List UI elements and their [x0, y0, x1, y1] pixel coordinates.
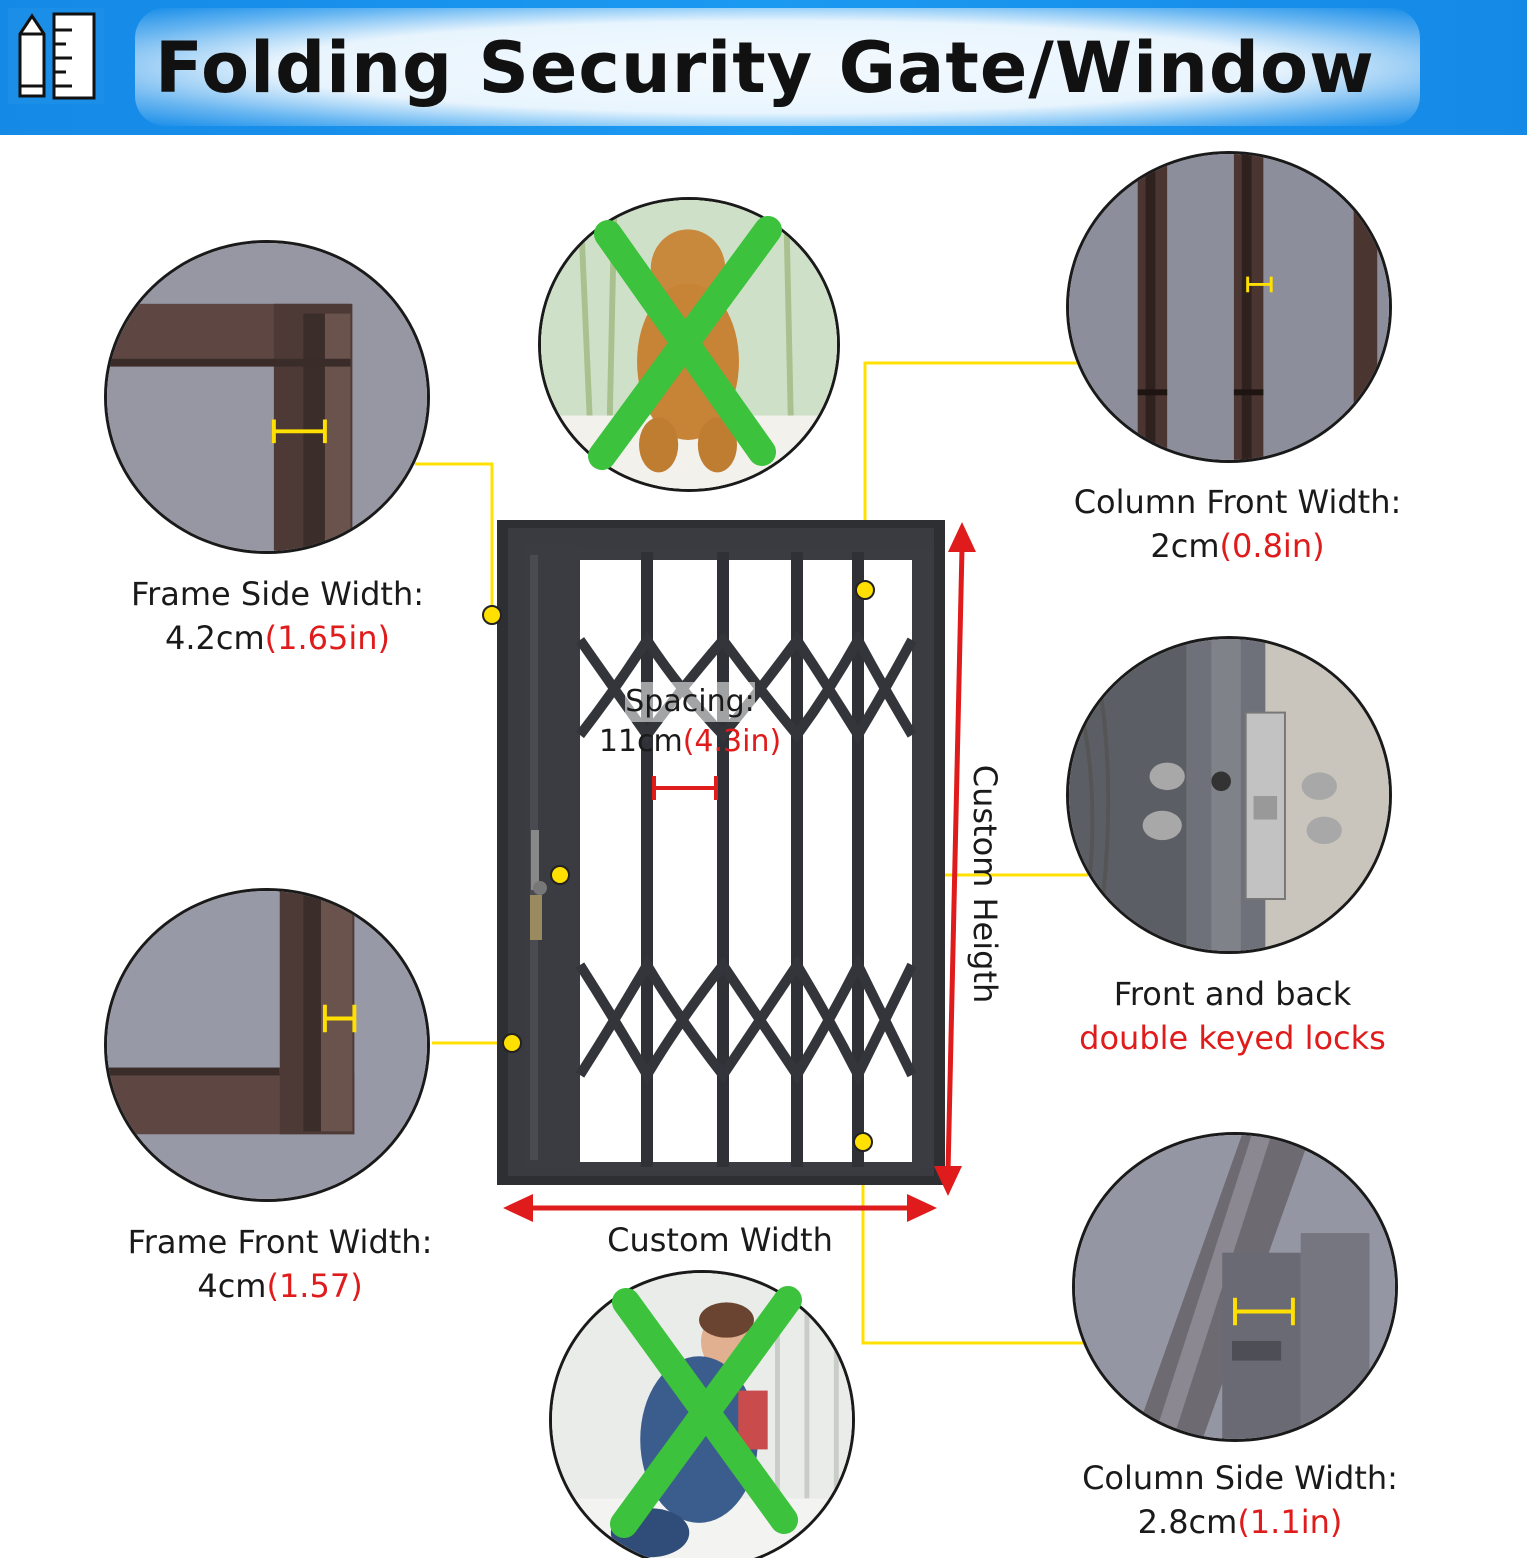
column-front-metric: 2cm: [1150, 527, 1220, 565]
spacing-title: Spacing:: [625, 682, 755, 722]
locks-line-1: Front and back: [1113, 975, 1352, 1013]
spacing-metric: 11cm: [598, 724, 683, 759]
frame-front-closeup: [104, 888, 430, 1202]
callout-dots: [482, 580, 875, 1152]
spacing-label: Spacing: 11cm(4.3in): [575, 682, 805, 762]
frame-front-label: Frame Front Width: 4cm(1.57): [95, 1220, 465, 1308]
callout-column-front: [863, 361, 1078, 590]
pencil-ruler-logo-icon: [8, 8, 104, 104]
width-arrow: [503, 1194, 937, 1222]
gate-lattice-bottom: [575, 953, 917, 1087]
column-side-value: 2.8cm(1.1in): [1045, 1500, 1435, 1544]
column-front-closeup: [1066, 151, 1392, 463]
locks-label: Front and back double keyed locks: [1040, 972, 1425, 1060]
no-children-cross-icon: [610, 1286, 802, 1538]
column-front-imperial: (0.8in): [1219, 527, 1325, 565]
spacing-value: 11cm(4.3in): [575, 722, 805, 762]
column-side-label: Column Side Width: 2.8cm(1.1in): [1045, 1456, 1435, 1544]
column-side-title: Column Side Width:: [1082, 1459, 1398, 1497]
frame-side-label: Frame Side Width: 4.2cm(1.65in): [100, 572, 455, 660]
frame-side-title: Frame Side Width:: [131, 575, 424, 613]
header-banner: Folding Security Gate/Window: [0, 0, 1527, 135]
column-side-imperial: (1.1in): [1237, 1503, 1343, 1541]
frame-side-metric: 4.2cm: [164, 619, 265, 657]
frame-front-metric: 4cm: [197, 1267, 267, 1305]
banner-highlight: [135, 8, 1420, 126]
column-front-value: 2cm(0.8in): [1040, 524, 1435, 568]
frame-side-closeup: [104, 240, 430, 554]
custom-width-label: Custom Width: [607, 1221, 833, 1259]
spacing-marker: [652, 776, 718, 800]
locks-line-2: double keyed locks: [1079, 1019, 1386, 1057]
callout-frame-side: [415, 462, 494, 615]
column-front-title: Column Front Width:: [1073, 483, 1402, 521]
frame-front-value: 4cm(1.57): [95, 1264, 465, 1308]
frame-front-imperial: (1.57): [266, 1267, 363, 1305]
frame-side-imperial: (1.65in): [264, 619, 391, 657]
spacing-imperial: (4.3in): [682, 724, 782, 759]
frame-front-title: Frame Front Width:: [127, 1223, 433, 1261]
gate-lattice-top: [575, 629, 917, 745]
frame-side-value: 4.2cm(1.65in): [100, 616, 455, 660]
locks-closeup: [1066, 636, 1392, 954]
page-title: Folding Security Gate/Window: [155, 27, 1375, 109]
child-safety-photo: [549, 1270, 855, 1558]
gate-lock: [531, 830, 539, 890]
height-arrow: [934, 522, 976, 1196]
security-gate: [497, 520, 945, 1185]
column-side-closeup: [1072, 1132, 1398, 1442]
no-pets-cross-icon: [588, 216, 782, 470]
column-front-label: Column Front Width: 2cm(0.8in): [1040, 480, 1435, 568]
column-side-metric: 2.8cm: [1137, 1503, 1238, 1541]
custom-height-label: Custom Heigth: [966, 764, 1004, 1004]
